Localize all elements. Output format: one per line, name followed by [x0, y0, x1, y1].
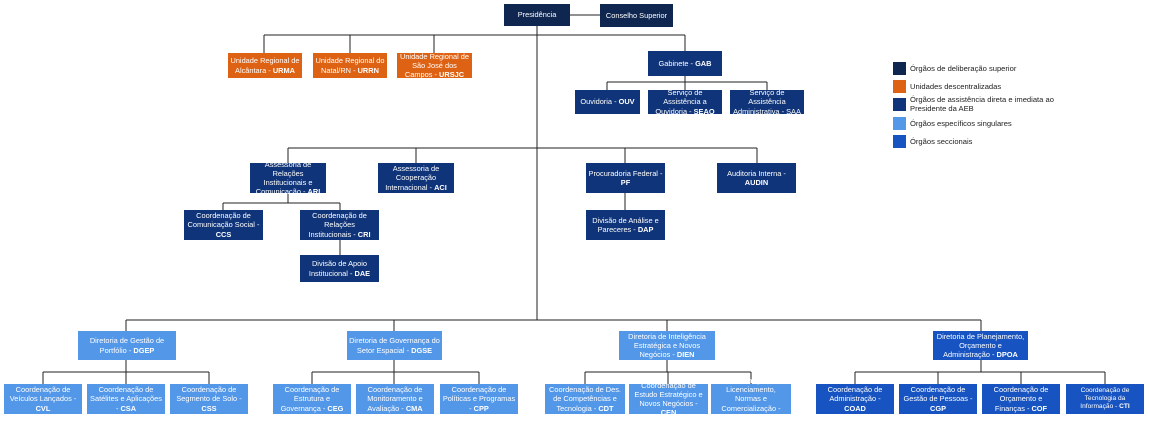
- saa-label: Serviço de Assistência Administrativa - …: [733, 88, 801, 116]
- dap-label: Divisão de Análise e Pareceres - DAP: [592, 215, 659, 234]
- cma-label: Coordenação de Monitoramento e Avaliação…: [367, 385, 423, 413]
- dien-label: Diretoria de Inteligência Estratégica e …: [628, 331, 706, 360]
- urma-label: Unidade Regional de Alcântara - URMA: [230, 56, 300, 75]
- dgep-label: Diretoria de Gestão de Portfólio - DGEP: [89, 336, 165, 355]
- conselho-superior-box[interactable]: Conselho Superior: [600, 4, 673, 27]
- legend-label-decentralized: Unidades descentralizadas: [910, 81, 1002, 91]
- clc-label: Coordenação de Licenciamento, Normas e C…: [721, 375, 781, 422]
- cgp-box[interactable]: Coordenação de Gestão de Pessoas - CGP: [899, 384, 977, 414]
- legend-item-superior: Órgãos de deliberação superior: [893, 62, 1083, 75]
- cof-label: Coordenação de Orçamento e Finanças - CO…: [993, 385, 1049, 413]
- ursjc-label: Unidade Regional de São José dos Campos …: [399, 51, 470, 80]
- ouv-label: Ouvidoria - OUV: [580, 97, 635, 107]
- legend-label-specific: Órgãos específicos singulares: [910, 118, 1012, 128]
- seao-label: Serviço de Assistência a Ouvidoria - SEA…: [655, 88, 715, 116]
- ari-box[interactable]: Assessoria de Relações Institucionais e …: [250, 160, 326, 196]
- conselho-superior-label: Conselho Superior: [605, 10, 668, 20]
- pf-label: Procuradoria Federal - PF: [588, 168, 663, 187]
- dgep-box[interactable]: Diretoria de Gestão de Portfólio - DGEP: [78, 331, 176, 360]
- dae-box[interactable]: Divisão de Apoio Institucional - DAE: [300, 255, 379, 282]
- cvl-box[interactable]: Coordenação de Veículos Lançados - CVL: [4, 384, 82, 414]
- ceg-box[interactable]: Coordenação de Estrutura e Governança - …: [273, 384, 351, 414]
- legend-item-specific: Órgãos específicos singulares: [893, 117, 1083, 130]
- legend-swatch-specific: [893, 117, 906, 130]
- cri-box[interactable]: Coordenação de Relações Institucionais -…: [300, 210, 379, 240]
- cof-box[interactable]: Coordenação de Orçamento e Finanças - CO…: [982, 384, 1060, 414]
- cri-label: Coordenação de Relações Institucionais -…: [308, 211, 371, 239]
- ursjc-box[interactable]: Unidade Regional de São José dos Campos …: [397, 51, 472, 80]
- cti-label: Coordenação de Tecnologia da Informação …: [1080, 386, 1130, 411]
- dae-label: Divisão de Apoio Institucional - DAE: [308, 259, 371, 278]
- legend-label-sectional: Órgãos seccionais: [910, 136, 973, 146]
- aci-label: Assessoria de Cooperação Internacional -…: [385, 164, 447, 192]
- audin-box[interactable]: Auditoria Interna - AUDIN: [717, 163, 796, 193]
- gab-label: Gabinete - GAB: [658, 58, 712, 68]
- dpoa-box[interactable]: Diretoria de Planejamento, Orçamento e A…: [933, 331, 1028, 360]
- ccs-label: Coordenação de Comunicação Social - CCS: [187, 211, 260, 239]
- presidencia-label: Presidência: [517, 10, 557, 20]
- legend-label-superior: Órgãos de deliberação superior: [910, 63, 1017, 73]
- dap-box[interactable]: Divisão de Análise e Pareceres - DAP: [586, 210, 665, 240]
- cti-box[interactable]: Coordenação de Tecnologia da Informação …: [1066, 384, 1144, 414]
- clc-box[interactable]: Coordenação de Licenciamento, Normas e C…: [711, 376, 791, 422]
- dien-box[interactable]: Diretoria de Inteligência Estratégica e …: [619, 331, 715, 360]
- cpp-label: Coordenação de Políticas e Programas - C…: [442, 385, 516, 413]
- legend-swatch-sectional: [893, 135, 906, 148]
- saa-box[interactable]: Serviço de Assistência Administrativa - …: [730, 88, 804, 116]
- urrn-label: Unidade Regional do Natal/RN - URRN: [315, 56, 385, 75]
- aci-box[interactable]: Assessoria de Cooperação Internacional -…: [378, 163, 454, 193]
- audin-label: Auditoria Interna - AUDIN: [727, 168, 786, 187]
- pf-box[interactable]: Procuradoria Federal - PF: [586, 163, 665, 193]
- cgp-label: Coordenação de Gestão de Pessoas - CGP: [903, 385, 973, 413]
- legend-item-sectional: Órgãos seccionais: [893, 135, 1083, 148]
- cdt-label: Coordenação de Des. de Competências e Te…: [549, 385, 621, 413]
- cma-box[interactable]: Coordenação de Monitoramento e Avaliação…: [356, 384, 434, 414]
- ccs-box[interactable]: Coordenação de Comunicação Social - CCS: [184, 210, 263, 240]
- ouv-box[interactable]: Ouvidoria - OUV: [575, 90, 640, 114]
- legend-swatch-decentralized: [893, 80, 906, 93]
- cen-box[interactable]: Coordenação de Estudo Estratégico e Novo…: [629, 381, 708, 417]
- cen-label: Coordenação de Estudo Estratégico e Novo…: [634, 380, 703, 418]
- presidencia-box[interactable]: Presidência: [504, 4, 570, 26]
- dgse-box[interactable]: Diretoria de Governança do Setor Espacia…: [347, 331, 442, 360]
- coad-box[interactable]: Coordenação de Administração - COAD: [816, 384, 894, 414]
- legend-swatch-direct: [893, 97, 906, 111]
- csa-box[interactable]: Coordenação de Satélites e Aplicações - …: [87, 384, 165, 414]
- ari-label: Assessoria de Relações Institucionais e …: [255, 159, 321, 197]
- cdt-box[interactable]: Coordenação de Des. de Competências e Te…: [545, 384, 625, 414]
- legend-label-direct: Órgãos de assistência direta e imediata …: [910, 95, 1054, 114]
- cpp-box[interactable]: Coordenação de Políticas e Programas - C…: [440, 384, 518, 414]
- css-label: Coordenação de Segmento de Solo - CSS: [176, 385, 242, 413]
- seao-box[interactable]: Serviço de Assistência a Ouvidoria - SEA…: [648, 88, 722, 116]
- legend-item-decentralized: Unidades descentralizadas: [893, 80, 1083, 93]
- dgse-label: Diretoria de Governança do Setor Espacia…: [349, 336, 440, 355]
- ceg-label: Coordenação de Estrutura e Governança - …: [280, 385, 344, 413]
- legend-item-direct: Órgãos de assistência direta e imediata …: [893, 95, 1068, 114]
- gab-box[interactable]: Gabinete - GAB: [648, 51, 722, 76]
- cvl-label: Coordenação de Veículos Lançados - CVL: [9, 385, 77, 413]
- legend-swatch-superior: [893, 62, 906, 75]
- css-box[interactable]: Coordenação de Segmento de Solo - CSS: [170, 384, 248, 414]
- urma-box[interactable]: Unidade Regional de Alcântara - URMA: [228, 53, 302, 78]
- coad-label: Coordenação de Administração - COAD: [827, 385, 883, 413]
- csa-label: Coordenação de Satélites e Aplicações - …: [90, 385, 162, 413]
- urrn-box[interactable]: Unidade Regional do Natal/RN - URRN: [313, 53, 387, 78]
- dpoa-label: Diretoria de Planejamento, Orçamento e A…: [936, 331, 1025, 360]
